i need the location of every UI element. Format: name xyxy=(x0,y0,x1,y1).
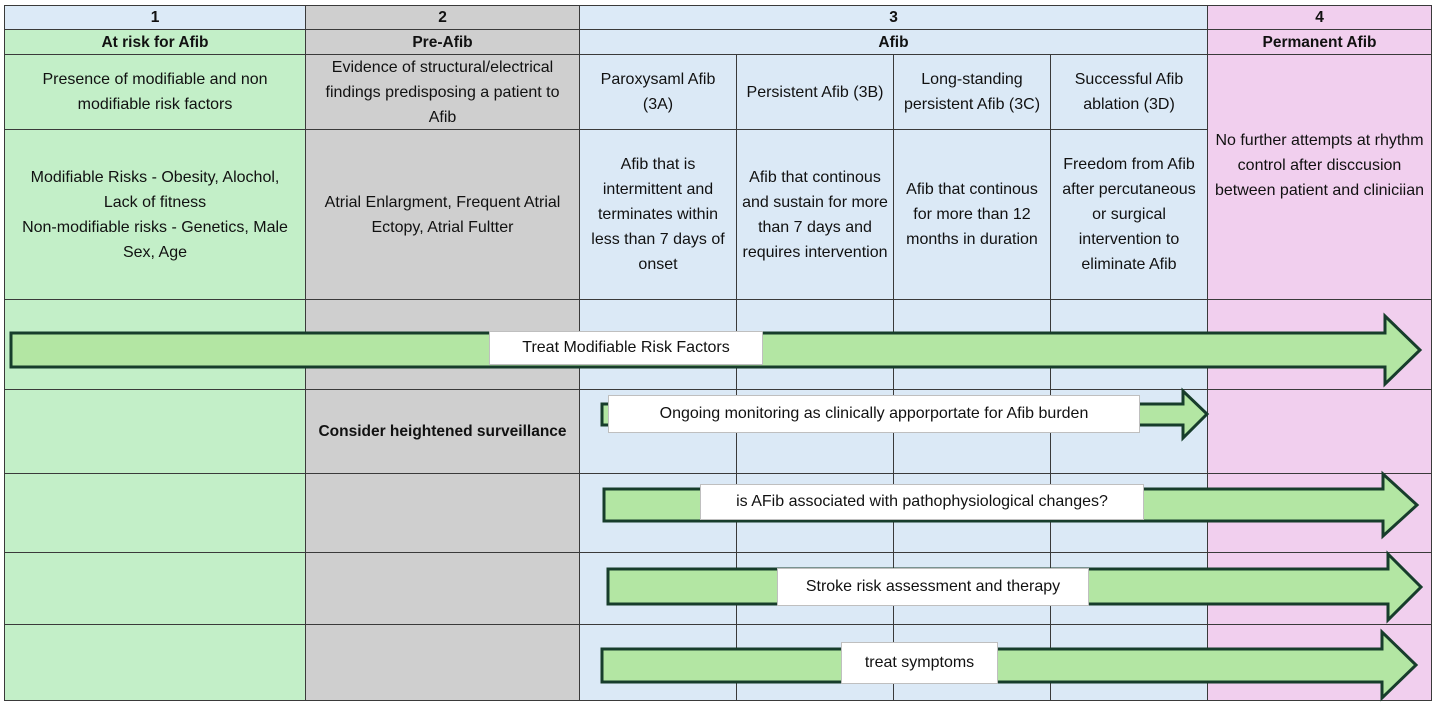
stage-3c-description: Long-standing persistent Afib (3C) xyxy=(894,55,1051,130)
stage-3c-detail: Afib that continous for more than 12 mon… xyxy=(894,130,1051,300)
stage-3a-description: Paroxysaml Afib (3A) xyxy=(580,55,737,130)
stage-4-detail-text: No further attempts at rhythm control af… xyxy=(1214,132,1425,199)
stage-1-title: At risk for Afib xyxy=(5,30,306,55)
stage-2-title: Pre-Afib xyxy=(306,30,580,55)
stage-3d-description: Successful Afib ablation (3D) xyxy=(1051,55,1208,130)
stage-1-number: 1 xyxy=(5,6,306,30)
grid-cell-r7-c2 xyxy=(306,474,580,553)
stage-3b-detail: Afib that continous and sustain for more… xyxy=(737,130,894,300)
stage-1-nonmodifiable-risks: Non-modifiable risks - Genetics, Male Se… xyxy=(22,218,288,261)
grid-cell-r9-c1 xyxy=(5,625,306,701)
stage-3a-detail: Afib that is intermittent and terminates… xyxy=(580,130,737,300)
stage-2-detail: Atrial Enlargment, Frequent Atrial Ectop… xyxy=(306,130,580,300)
stage-3b-description: Persistent Afib (3B) xyxy=(737,55,894,130)
stage-2-description: Evidence of structural/electrical findin… xyxy=(306,55,580,130)
grid-frame-left xyxy=(4,5,5,701)
grid-cell-r6-c1 xyxy=(5,390,306,474)
label-ongoing-monitoring: Ongoing monitoring as clinically apporpo… xyxy=(608,395,1140,433)
stage-1-modifiable-risks: Modifiable Risks - Obesity, Alochol, Lac… xyxy=(30,168,280,211)
grid-frame-top xyxy=(4,5,1432,6)
label-stroke-risk: Stroke risk assessment and therapy xyxy=(777,568,1089,606)
stage-2-number: 2 xyxy=(306,6,580,30)
label-treat-symptoms: treat symptoms xyxy=(841,642,998,684)
surveillance-note: Consider heightened surveillance xyxy=(306,390,580,474)
grid-cell-r8-c1 xyxy=(5,553,306,625)
stage-4-title: Permanent Afib xyxy=(1208,30,1432,55)
stage-3-number: 3 xyxy=(580,6,1208,30)
label-treat-risk-factors: Treat Modifiable Risk Factors xyxy=(489,331,763,365)
stage-4-detail: No further attempts at rhythm control af… xyxy=(1208,55,1432,300)
grid-cell-r6-c7 xyxy=(1208,390,1432,474)
stage-1-description: Presence of modifiable and non modifiabl… xyxy=(5,55,306,130)
stage-3d-detail: Freedom from Afib after percutaneous or … xyxy=(1051,130,1208,300)
grid-cell-r8-c2 xyxy=(306,553,580,625)
label-pathophysiological-changes: is AFib associated with pathophysiologic… xyxy=(700,484,1144,520)
stage-3-title: Afib xyxy=(580,30,1208,55)
arrow-treat-symptoms xyxy=(600,628,1419,702)
grid-cell-r7-c1 xyxy=(5,474,306,553)
stage-4-number: 4 xyxy=(1208,6,1432,30)
grid-cell-r9-c2 xyxy=(306,625,580,701)
stage-1-detail: Modifiable Risks - Obesity, Alochol, Lac… xyxy=(5,130,306,300)
